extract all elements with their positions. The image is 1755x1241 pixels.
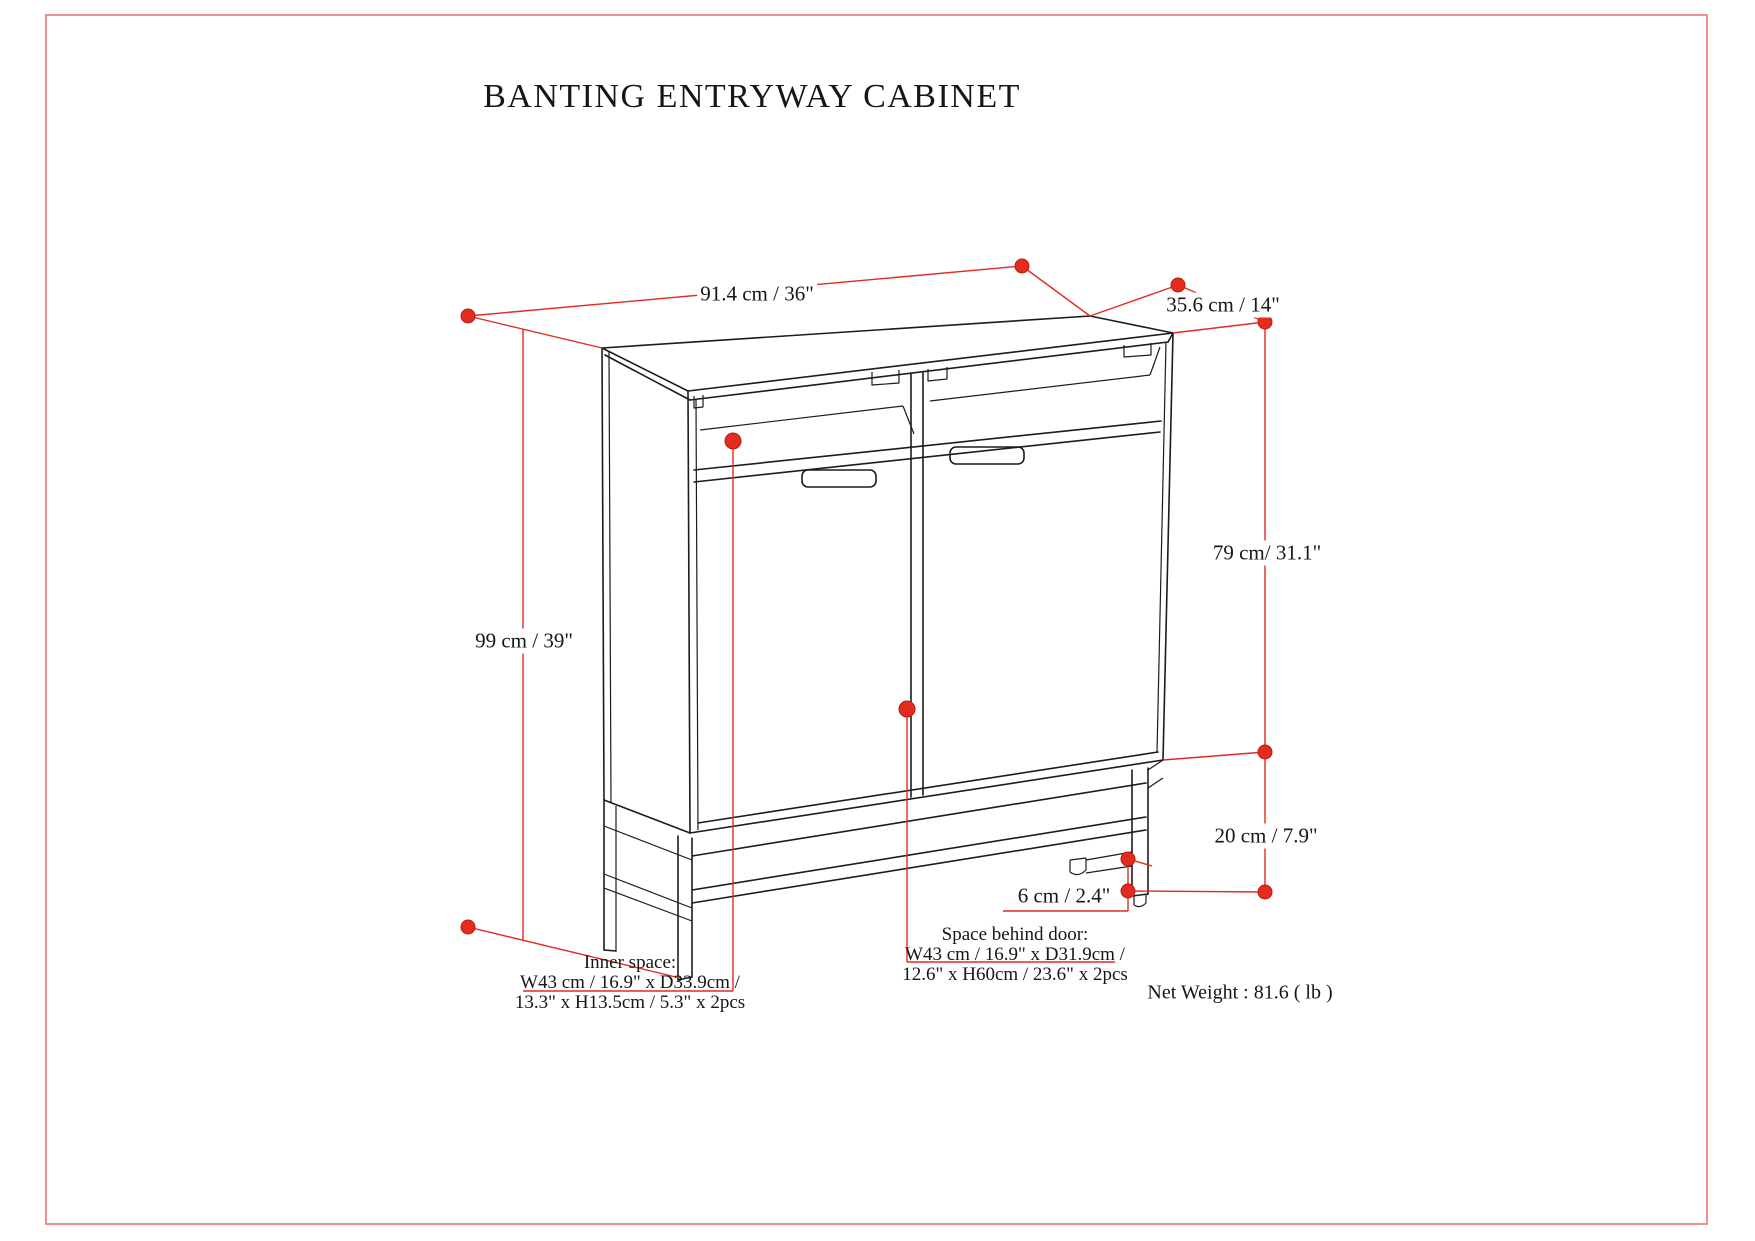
left-door-handle [801, 469, 877, 488]
inner-space-title: Inner space: [583, 952, 677, 973]
open-shelf-section [693, 343, 1162, 483]
dim-base-height-label: 20 cm / 7.9" [1211, 823, 1321, 849]
dim-depth-label: 35.6 cm / 14" [1163, 292, 1283, 318]
metal-base-frame [603, 759, 1164, 981]
dim-overall-height-label: 99 cm / 39" [472, 628, 576, 654]
shelf-bracket-icon [693, 395, 704, 409]
right-door-handle [949, 446, 1025, 465]
inner-space-line1: W43 cm / 16.9" x D33.9cm / [520, 972, 740, 993]
shelf-bracket-icon [927, 367, 948, 382]
dim-width-label: 91.4 cm / 36" [697, 281, 817, 307]
space-behind-door-line2: 12.6" x H60cm / 23.6" x 2pcs [902, 964, 1128, 985]
shelf-bracket-icon [871, 370, 900, 386]
front-right-foot [1133, 894, 1147, 908]
dimension-lines [467, 265, 1266, 992]
dim-foot-height-label: 6 cm / 2.4" [1017, 883, 1111, 908]
space-behind-door-title: Space behind door: [941, 924, 1089, 945]
inner-space-note: Inner space: W43 cm / 16.9" x D33.9cm / … [515, 953, 745, 1013]
cabinet-shell [601, 332, 1174, 834]
cabinet-top-panel [601, 315, 1174, 401]
dimension-dots [460, 258, 1273, 935]
page-title: BANTING ENTRYWAY CABINET [483, 78, 1021, 115]
space-behind-door-line1: W43 cm / 16.9" x D31.9cm / [905, 944, 1125, 965]
space-behind-door-note: Space behind door: W43 cm / 16.9" x D31.… [902, 925, 1128, 985]
shelf-bracket-icon [1123, 343, 1152, 358]
back-right-foot [1069, 857, 1087, 876]
doors-section [697, 446, 1159, 824]
net-weight-label: Net Weight : 81.6 ( lb ) [1147, 981, 1333, 1004]
dim-cabinet-height-label: 79 cm/ 31.1" [1209, 540, 1325, 566]
inner-space-line2: 13.3" x H13.5cm / 5.3" x 2pcs [514, 992, 746, 1013]
